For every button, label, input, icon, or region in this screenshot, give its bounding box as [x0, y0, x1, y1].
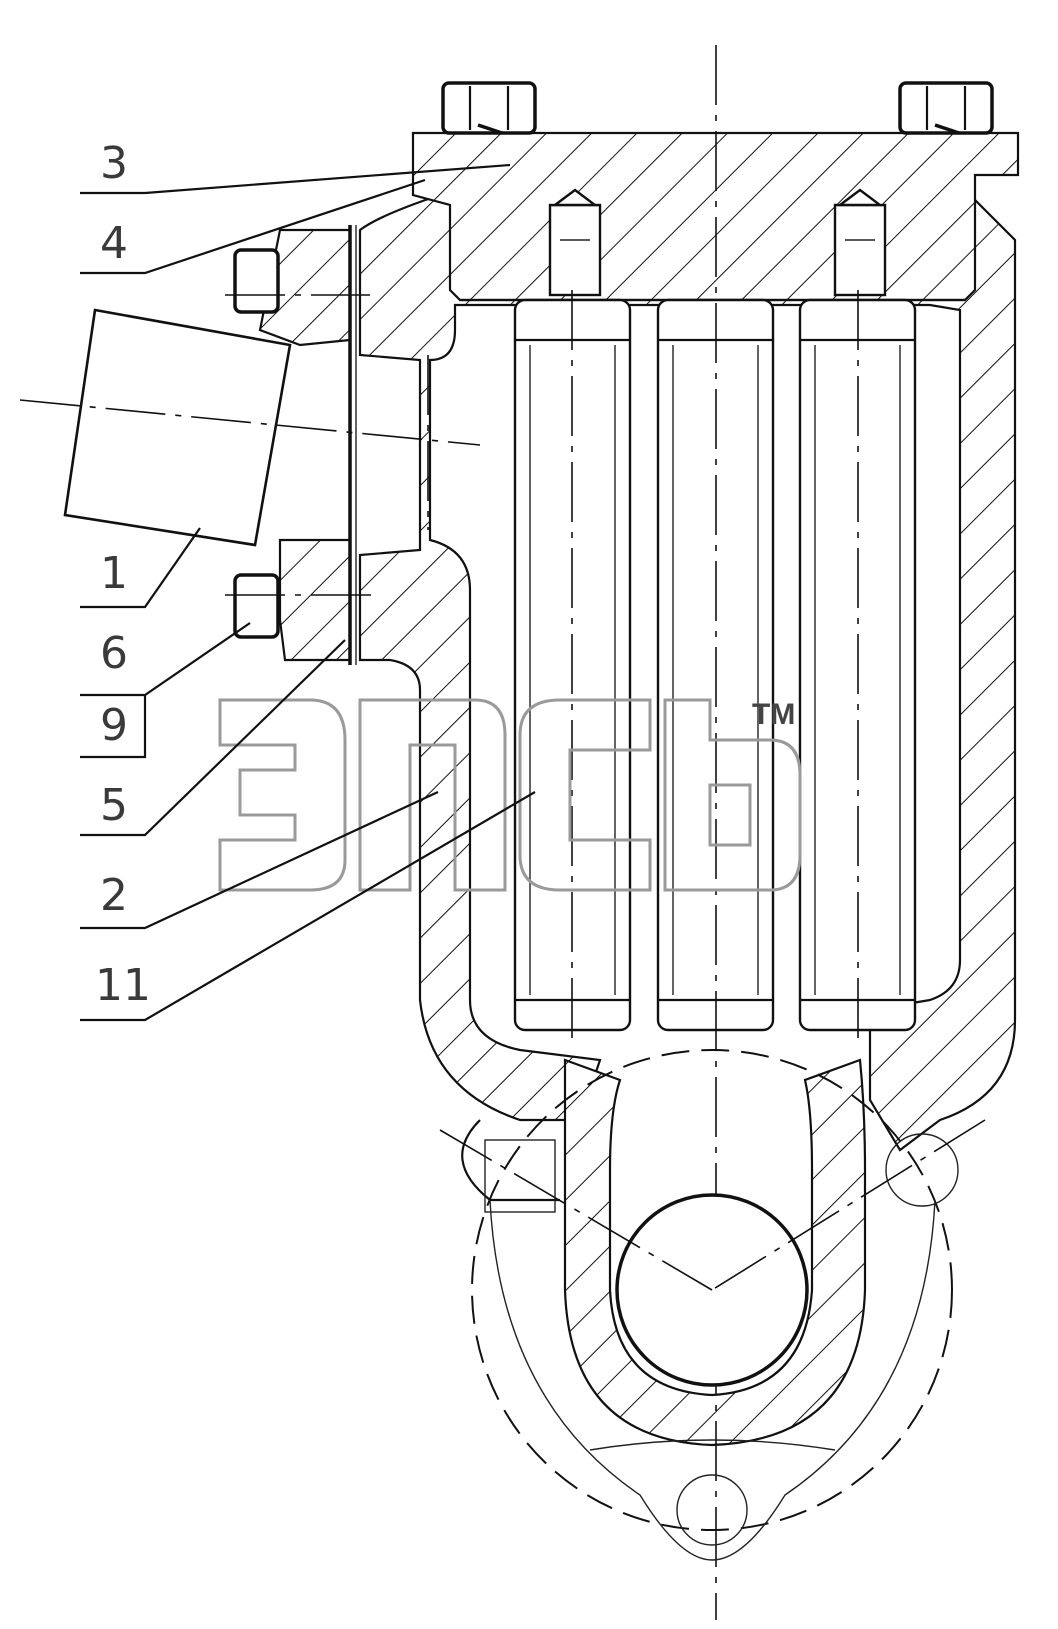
cartridge-3 — [798, 290, 917, 1040]
flange-nut-bottom — [233, 573, 280, 639]
nozzle-assembly — [19, 225, 481, 665]
cover-bolt-right — [898, 81, 994, 135]
callout-5: 5 — [100, 780, 128, 831]
callout-2: 2 — [100, 870, 128, 921]
callout-11: 11 — [95, 960, 151, 1011]
hinge-eye — [439, 1049, 986, 1561]
callout-4: 4 — [100, 218, 128, 269]
stud-left — [548, 188, 602, 297]
flange-nut-top — [233, 248, 280, 314]
stud-right — [833, 188, 887, 297]
watermark-logo: TM — [218, 698, 802, 892]
callout-6: 6 — [100, 628, 128, 679]
watermark-trademark: TM — [752, 698, 795, 731]
leader-lines — [80, 163, 536, 1022]
callout-3: 3 — [100, 138, 128, 189]
callout-9: 9 — [100, 700, 128, 751]
cover-bolt-left — [441, 81, 537, 135]
cartridge-1 — [513, 290, 632, 1040]
callout-1: 1 — [100, 548, 128, 599]
